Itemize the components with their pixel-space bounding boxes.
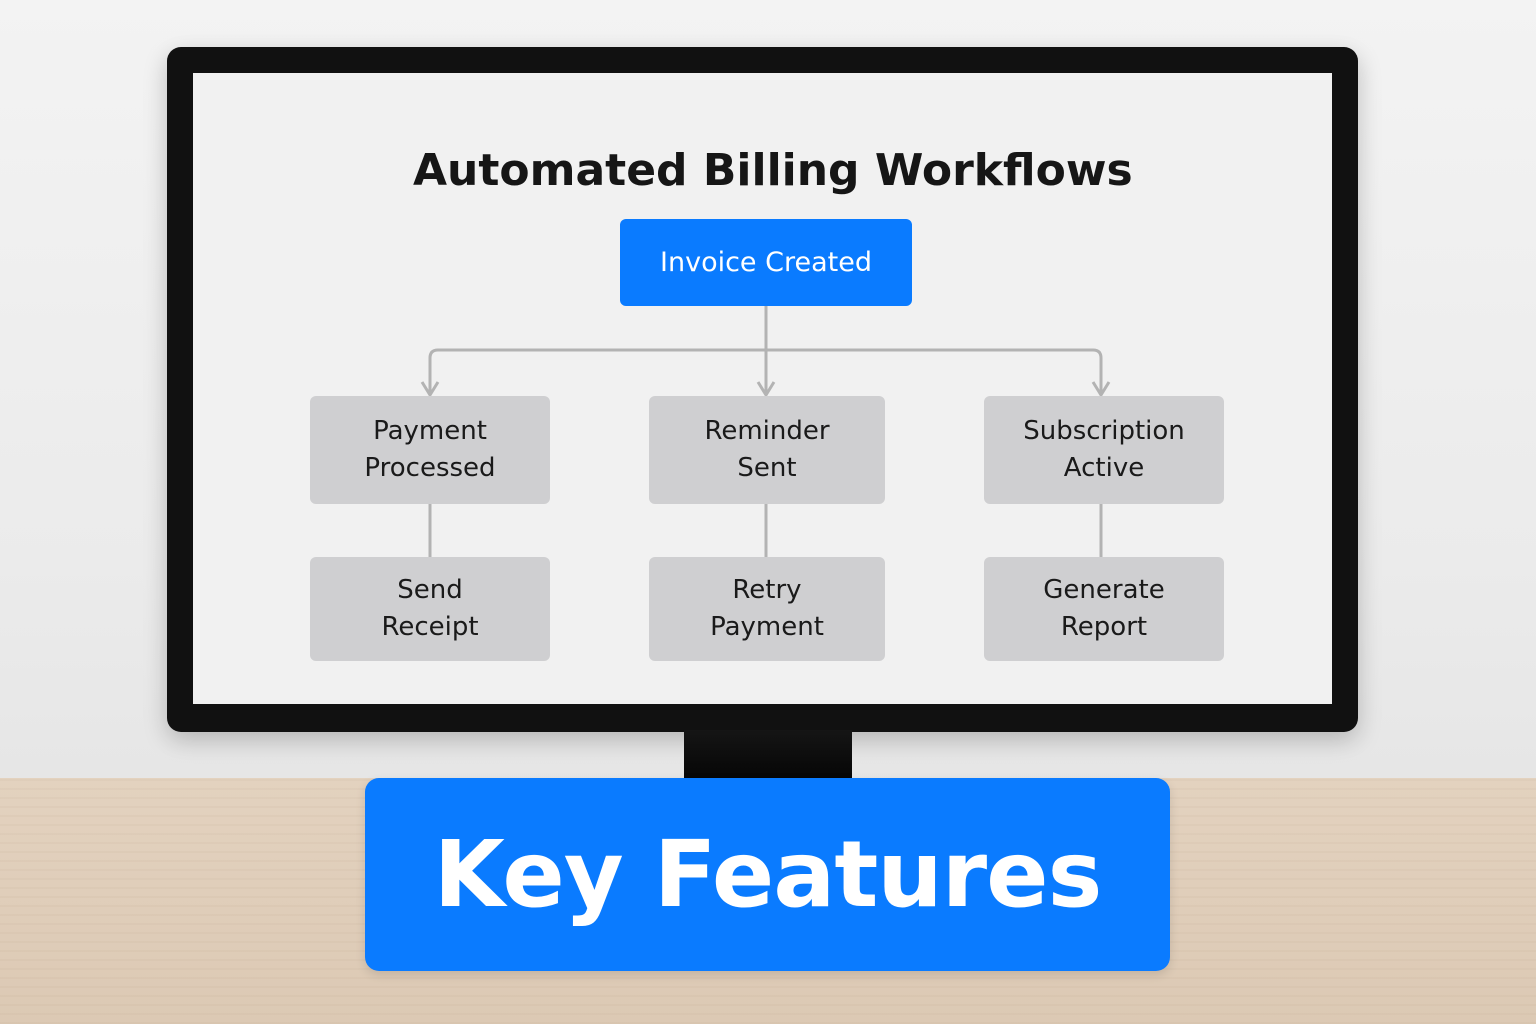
node-invoice-created: Invoice Created (620, 219, 912, 306)
banner-label: Key Features (433, 821, 1103, 928)
node-generate-report: Generate Report (984, 557, 1224, 661)
node-payment-processed: Payment Processed (310, 396, 550, 504)
node-retry-payment: Retry Payment (649, 557, 885, 661)
node-send-receipt: Send Receipt (310, 557, 550, 661)
arrowhead-branch-3 (1091, 381, 1111, 397)
monitor-screen: Automated Billing Workflows Invoice (193, 73, 1332, 704)
key-features-banner: Key Features (365, 778, 1170, 971)
node-subscription-active: Subscription Active (984, 396, 1224, 504)
arrowhead-branch-2 (756, 381, 776, 397)
connector-lines (420, 306, 1111, 557)
diagram-title: Automated Billing Workflows (413, 145, 1133, 196)
node-reminder-sent: Reminder Sent (649, 396, 885, 504)
monitor-stand (684, 730, 852, 782)
monitor: Automated Billing Workflows Invoice (167, 47, 1358, 732)
arrowhead-branch-1 (420, 381, 440, 397)
